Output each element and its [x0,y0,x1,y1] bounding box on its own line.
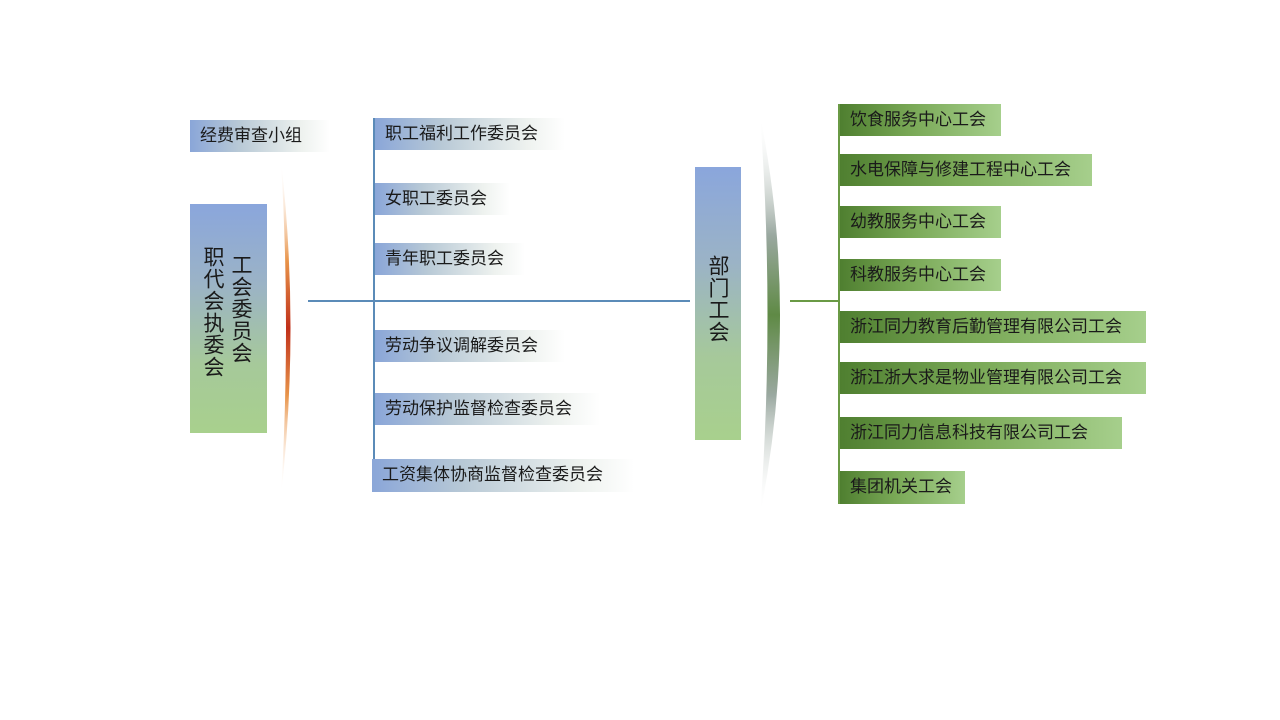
committee-item: 工资集体协商监督检查委员会 [372,459,634,492]
committee-item: 青年职工委员会 [375,243,525,275]
dept-union-item: 浙江同力教育后勤管理有限公司工会 [840,311,1146,343]
department-union-title: 部门工会 [706,255,730,343]
workers-congress-title: 职代会执委会 [201,246,225,378]
dept-union-item: 幼教服务中心工会 [840,206,1001,238]
audit-group-label: 经费审查小组 [190,120,330,152]
union-committee-box: 工会委员会 职代会执委会 [190,204,267,433]
committee-item: 劳动保护监督检查委员会 [375,393,600,425]
green-brace-arc [760,115,780,515]
department-union-box: 部门工会 [695,167,741,440]
red-brace-arc [281,160,291,496]
dept-union-item: 浙江同力信息科技有限公司工会 [840,417,1122,449]
dept-union-item: 水电保障与修建工程中心工会 [840,154,1092,186]
union-committee-title: 工会委员会 [229,254,253,364]
dept-union-item: 科教服务中心工会 [840,259,1001,291]
committee-item: 职工福利工作委员会 [375,118,565,150]
dept-union-item: 集团机关工会 [840,471,965,504]
committee-item: 女职工委员会 [375,183,510,215]
dept-union-item: 浙江浙大求是物业管理有限公司工会 [840,362,1146,394]
committee-item: 劳动争议调解委员会 [375,330,565,362]
dept-union-item: 饮食服务中心工会 [840,104,1001,136]
